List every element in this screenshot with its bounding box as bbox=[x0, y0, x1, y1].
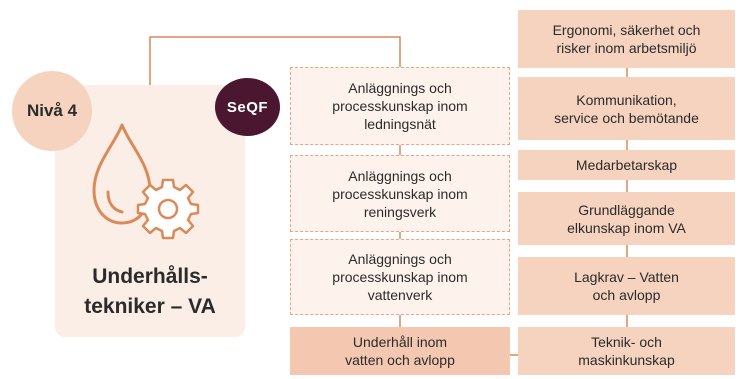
course-box: Anläggnings och processkunskap inom ledn… bbox=[290, 67, 510, 145]
course-box-line: vatten och avlopp bbox=[345, 352, 455, 368]
course-box: Kommunikation, service och bemötande bbox=[518, 77, 735, 140]
course-box-line: Grundläggande bbox=[578, 201, 675, 218]
course-box-line: Medarbetarskap bbox=[575, 157, 678, 173]
course-box-line: Anläggnings och bbox=[348, 251, 452, 267]
course-box: Anläggnings och processkunskap inom vatt… bbox=[290, 239, 510, 315]
course-box-line: processkunskap inom bbox=[332, 269, 468, 285]
course-box-line: Lagkrav – Vatten bbox=[574, 269, 679, 285]
course-box: Anläggnings och processkunskap inom reni… bbox=[290, 155, 510, 232]
course-box: Underhåll inom vatten och avlopp bbox=[290, 327, 510, 375]
occupation-title-line: Underhålls- bbox=[92, 265, 208, 288]
course-box: Teknik- och maskinkunskap bbox=[518, 327, 735, 375]
course-box-line: och avlopp bbox=[592, 287, 661, 303]
course-box-line: Anläggnings och bbox=[348, 80, 452, 96]
course-box-line: Kommunikation, bbox=[576, 91, 677, 108]
seqf-badge: SeQF bbox=[215, 78, 280, 136]
course-box-line: processkunskap inom bbox=[332, 185, 468, 202]
course-box-line: vattenverk bbox=[367, 287, 433, 303]
course-box-line: elkunskap inom VA bbox=[567, 219, 686, 236]
course-box: Grundläggande elkunskap inom VA bbox=[518, 192, 735, 245]
occupation-title: Underhålls- tekniker – VA bbox=[55, 262, 245, 322]
course-box-line: Underhåll inom bbox=[352, 334, 448, 350]
course-box-line: Teknik- och bbox=[591, 334, 662, 350]
course-box: Lagkrav – Vatten och avlopp bbox=[518, 257, 735, 315]
course-box-line: reningsverk bbox=[363, 203, 437, 220]
course-box-line: Anläggnings och bbox=[348, 167, 452, 184]
level-badge: Nivå 4 bbox=[12, 71, 92, 151]
occupation-title-line: tekniker – VA bbox=[84, 295, 216, 318]
water-drop-gear-icon bbox=[92, 123, 200, 240]
card-to-columns-connector bbox=[149, 36, 401, 85]
course-box-line: Ergonomi, säkerhet och bbox=[552, 22, 701, 38]
course-box: Medarbetarskap bbox=[518, 150, 735, 180]
course-box-line: service och bemötande bbox=[554, 109, 699, 126]
course-box-line: ledningsnät bbox=[364, 116, 436, 132]
course-box-line: risker inom arbetsmiljö bbox=[556, 40, 697, 56]
course-box-line: processkunskap inom bbox=[332, 98, 468, 114]
course-box: Ergonomi, säkerhet och risker inom arbet… bbox=[518, 10, 735, 68]
course-box-line: maskinkunskap bbox=[578, 352, 675, 368]
